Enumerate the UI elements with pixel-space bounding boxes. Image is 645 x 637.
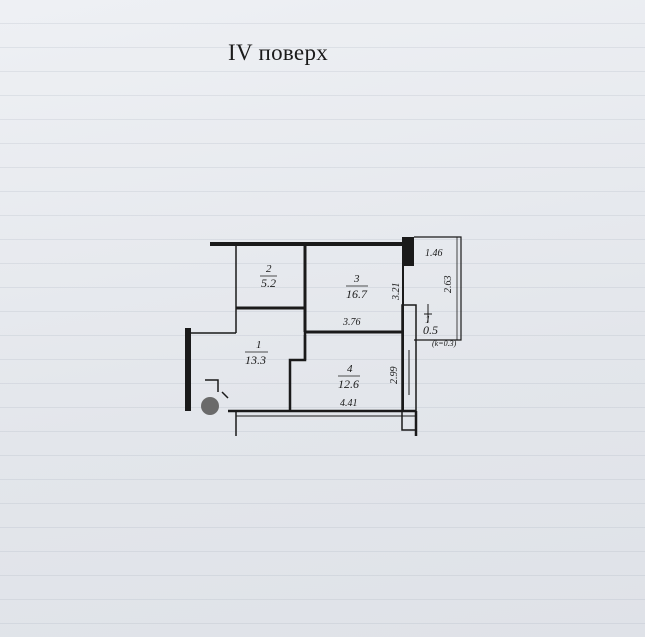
balcony-coefficient: (k=0.3) [432,339,457,348]
dim-3-21: 3.21 [391,283,402,302]
dim-1-46: 1.46 [425,248,443,259]
dim-2-99: 2.99 [389,367,400,385]
dim-3-76: 3.76 [342,317,361,328]
plan-walls [185,236,462,436]
room-4-area: 12.6 [338,377,359,391]
dim-4-41: 4.41 [340,398,358,409]
room-2-number: 2 [266,263,272,275]
room-3-area: 16.7 [346,287,368,301]
floor-title: IV поверх [228,40,329,65]
room-4-number: 4 [347,363,353,375]
balcony-area: 0.5 [423,323,438,337]
dim-2-63: 2.63 [443,276,454,294]
room-1-number: 1 [256,339,262,351]
column [402,237,414,266]
smudge-mark [201,397,219,415]
room-1-area: 13.3 [245,353,266,367]
room-3-number: 3 [353,273,360,285]
balcony-number: 1 [425,314,431,326]
room-2-area: 5.2 [261,276,276,290]
